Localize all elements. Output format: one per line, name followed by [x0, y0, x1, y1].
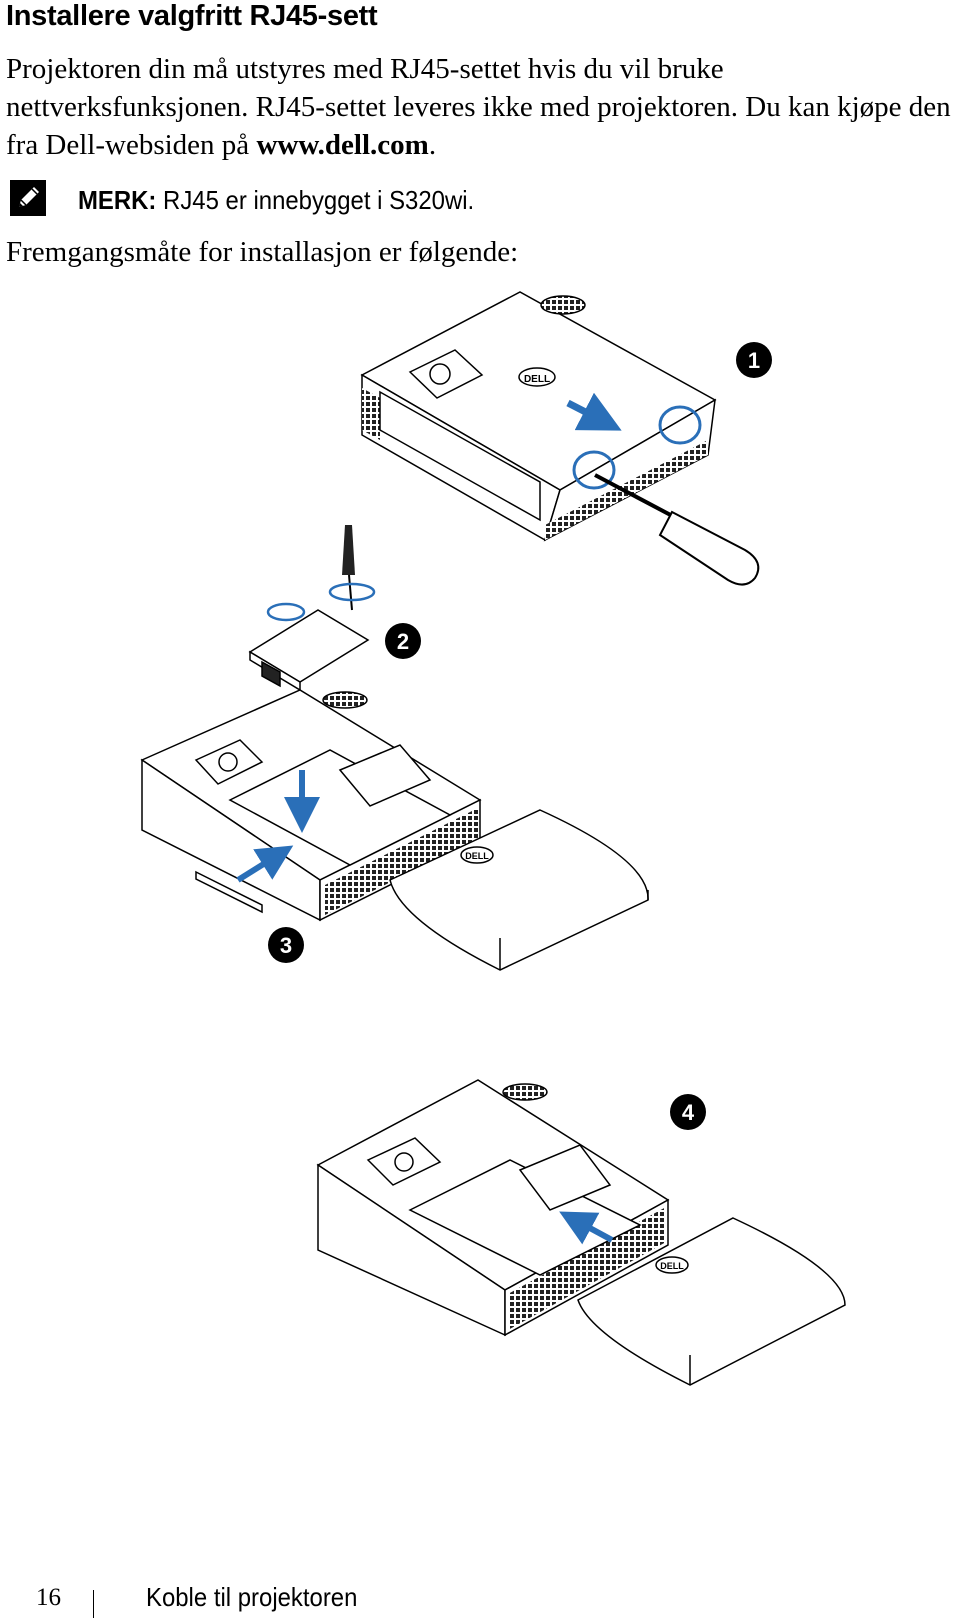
insert-arrow-icon	[559, 1211, 614, 1245]
page-number: 16	[36, 1584, 61, 1611]
dell-logo-step3: DELL	[465, 851, 489, 861]
intro-paragraph: Projektoren din må utstyres med RJ45-set…	[6, 50, 956, 164]
steps-intro: Fremgangsmåte for installasjon er følgen…	[6, 236, 519, 268]
note-label: MERK:	[78, 185, 157, 215]
projector-step1	[360, 291, 717, 542]
rj45-module	[248, 609, 370, 692]
dell-website-link[interactable]: www.dell.com	[256, 129, 429, 161]
step-number-4: 4	[682, 1100, 695, 1125]
slide-arrow-icon	[566, 392, 622, 431]
step-badge-4	[670, 1094, 706, 1130]
footer-section-title: Koble til projektoren	[146, 1582, 358, 1612]
step-number-3: 3	[280, 933, 292, 958]
dell-logo-step4: DELL	[660, 1261, 684, 1271]
rotate-arrow-icon	[266, 602, 306, 622]
top-cover-step3	[389, 809, 649, 971]
note-pencil-icon	[10, 180, 46, 216]
insert-arrow-icon	[236, 845, 294, 883]
port-cover	[195, 870, 263, 914]
installation-illustration: DELL 1 2 DELL 3	[140, 291, 846, 1386]
step-number-1: 1	[748, 348, 760, 373]
note-text: MERK: RJ45 er innebygget i S320wi.	[78, 185, 474, 216]
rotate-arrow-icon	[572, 450, 616, 490]
top-cover-step4	[577, 1217, 846, 1386]
screwdriver-icon	[594, 473, 760, 586]
intro-end: .	[428, 129, 437, 161]
small-screwdriver-icon	[342, 525, 355, 611]
note-body: RJ45 er innebygget i S320wi.	[156, 185, 475, 215]
step-badge-3	[268, 927, 304, 963]
intro-text: Projektoren din må utstyres med RJ45-set…	[6, 53, 951, 161]
rotate-arrow-icon	[658, 405, 702, 445]
step-badge-2	[385, 623, 421, 659]
section-heading: Installere valgfritt RJ45-sett	[6, 0, 378, 32]
projector-step3	[140, 689, 482, 922]
rotate-arrow-icon	[328, 582, 376, 602]
footer-divider	[93, 1590, 94, 1618]
step-badge-1	[736, 342, 772, 378]
dell-logo-step1: DELL	[524, 374, 550, 385]
step-number-2: 2	[397, 629, 409, 654]
